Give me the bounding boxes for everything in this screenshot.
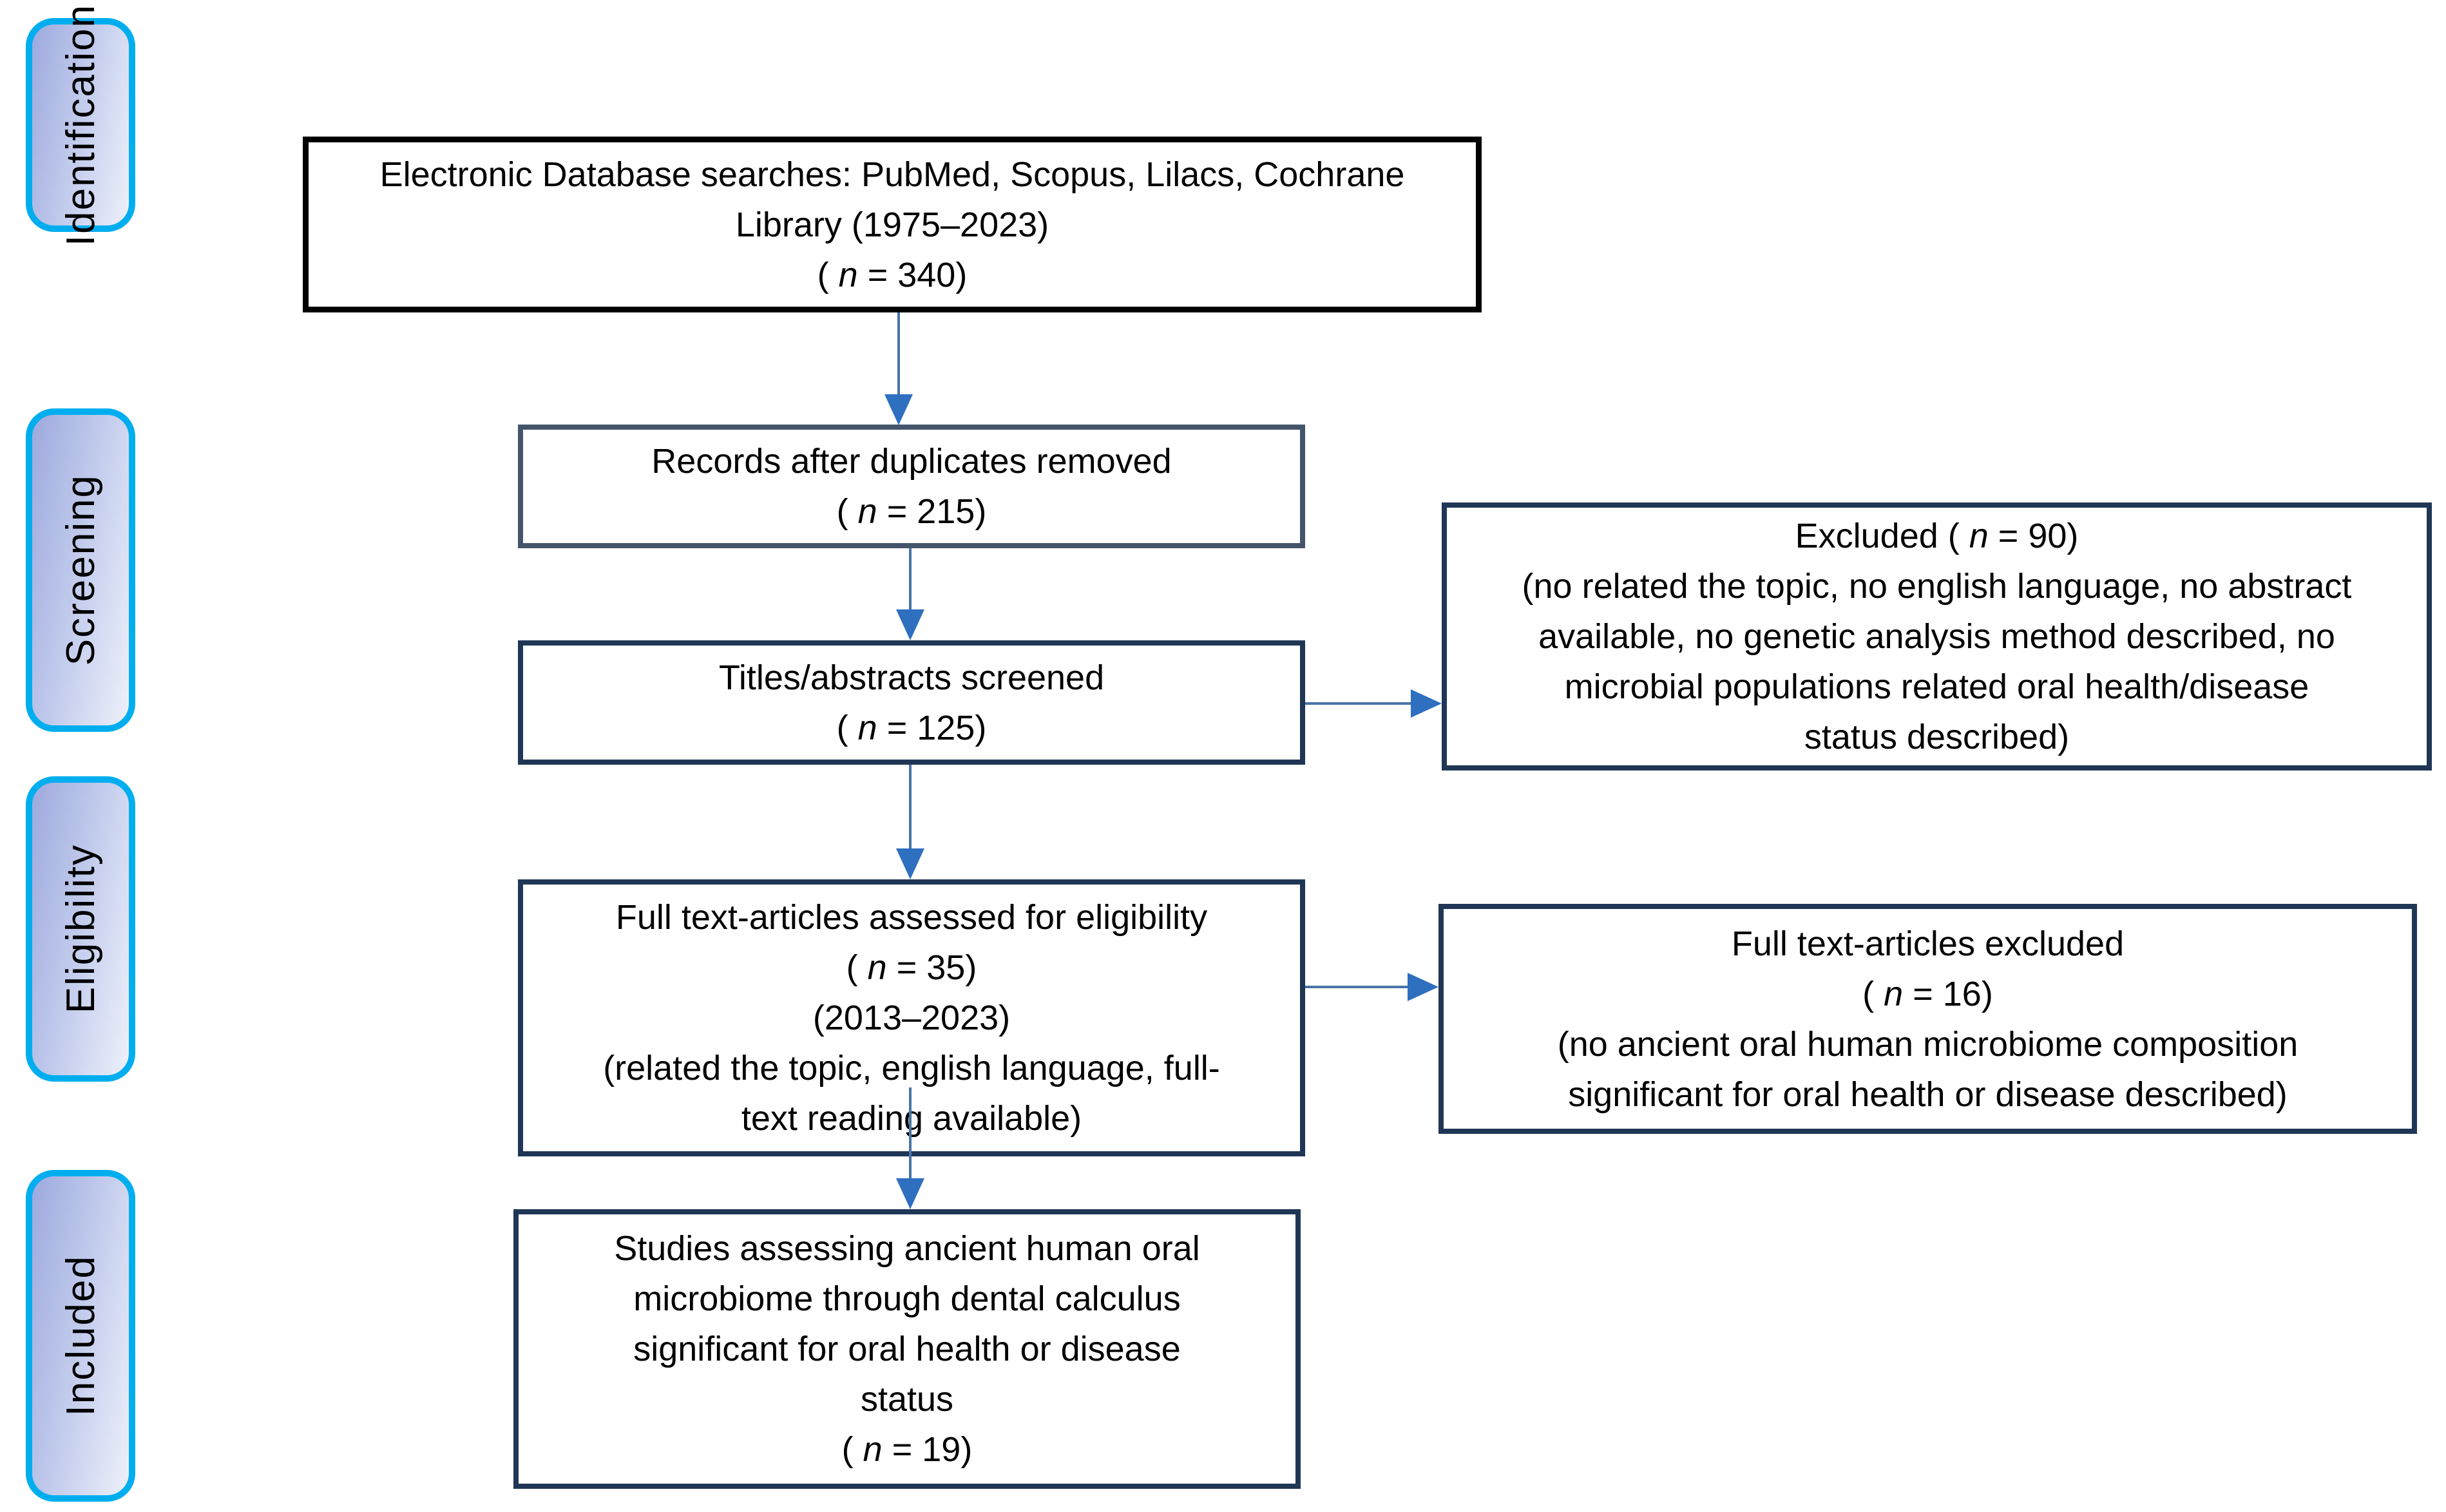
box-included-studies: Studies assessing ancient human oral micr… bbox=[513, 1209, 1301, 1489]
text-line: (related the topic, english language, fu… bbox=[603, 1049, 1220, 1087]
stage-tab-identification: Identification bbox=[26, 4, 135, 246]
text-line: Library (1975–2023) bbox=[735, 205, 1049, 244]
stage-label-included: Included bbox=[58, 1255, 103, 1417]
text-line: ( n = 16) bbox=[1862, 974, 1993, 1013]
text-line: status bbox=[860, 1380, 954, 1419]
text-line: Electronic Database searches: PubMed, Sc… bbox=[379, 155, 1405, 194]
text-line: significant for oral health or disease d… bbox=[1568, 1075, 2288, 1114]
arrow-fulltext-to-excluded-head bbox=[1408, 973, 1438, 1001]
text-line: Records after duplicates removed bbox=[651, 442, 1172, 481]
text-line: ( n = 125) bbox=[836, 708, 987, 747]
text-line: ( n = 215) bbox=[836, 492, 987, 531]
text-line: Studies assessing ancient human oral bbox=[614, 1229, 1200, 1268]
text-line: Full text-articles assessed for eligibil… bbox=[615, 898, 1208, 937]
box-titles-abstracts-screened: Titles/abstracts screened ( n = 125) bbox=[518, 640, 1305, 765]
box-records-after-duplicates-removed: Records after duplicates removed ( n = 21… bbox=[518, 425, 1305, 548]
arrow-fulltext-to-included-head bbox=[896, 1178, 924, 1209]
stage-tab-screening: Screening bbox=[26, 408, 135, 732]
text-line: available, no genetic analysis method de… bbox=[1538, 617, 2335, 656]
arrow-screened-to-fulltext-head bbox=[896, 848, 924, 879]
arrow-dedup-to-screened-head bbox=[896, 609, 924, 640]
box-fulltext-excluded: Full text-articles excluded ( n = 16) (no … bbox=[1438, 904, 2417, 1134]
text-line: (2013–2023) bbox=[812, 999, 1011, 1037]
stage-tab-included: Included bbox=[26, 1170, 135, 1502]
text-line: ( n = 35) bbox=[846, 948, 977, 987]
box-electronic-database-searches: Electronic Database searches: PubMed, Sc… bbox=[303, 137, 1482, 312]
text-line: (no related the topic, no english langua… bbox=[1522, 567, 2352, 606]
text-line: status described) bbox=[1804, 718, 2070, 756]
box-fulltext-assessed-for-eligibility: Full text-articles assessed for eligibil… bbox=[518, 879, 1305, 1156]
stage-label-identification: Identification bbox=[58, 3, 103, 247]
text-line: significant for oral health or disease bbox=[633, 1330, 1181, 1368]
box-excluded-after-screening: Excluded ( n = 90) (no related the topic,… bbox=[1442, 502, 2432, 770]
arrow-screened-to-excluded-head bbox=[1411, 689, 1442, 718]
text-line: (no ancient oral human microbiome compos… bbox=[1557, 1024, 2298, 1064]
stage-label-screening: Screening bbox=[58, 474, 103, 666]
stage-label-eligibility: Eligibility bbox=[58, 844, 103, 1014]
arrow-search-to-dedup-head bbox=[884, 394, 913, 425]
text-line: Titles/abstracts screened bbox=[718, 658, 1105, 697]
text-line: Excluded ( n = 90) bbox=[1795, 517, 2079, 555]
text-line: ( n = 340) bbox=[817, 255, 968, 294]
text-line: microbiome through dental calculus bbox=[633, 1279, 1181, 1318]
text-line: microbial populations related oral healt… bbox=[1564, 667, 2309, 706]
text-line: ( n = 19) bbox=[841, 1430, 973, 1469]
stage-tab-eligibility: Eligibility bbox=[26, 776, 135, 1082]
text-line: Full text-articles excluded bbox=[1731, 924, 2125, 963]
text-line: text reading available) bbox=[741, 1099, 1082, 1138]
